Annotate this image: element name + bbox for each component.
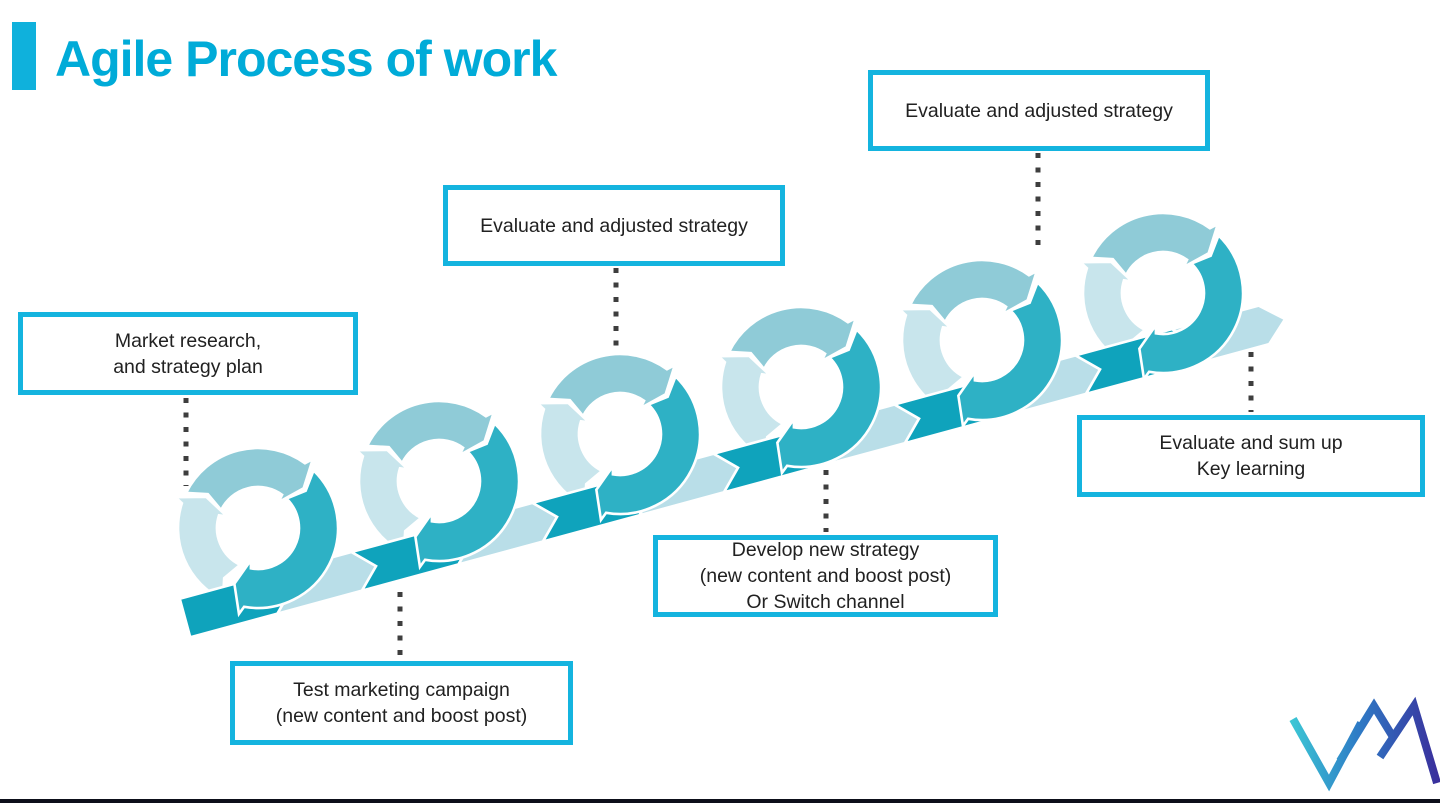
- cycle-ring-6-dark-arc: [1137, 233, 1245, 383]
- step-label-box-6: Evaluate and sum up Key learning: [1077, 415, 1425, 497]
- cycle-ring-5-light-arc: [896, 307, 967, 414]
- step-label-box-4: Develop new strategy (new content and boo…: [653, 535, 998, 617]
- cycle-ring-4-light-arc: [715, 354, 786, 461]
- wm-logo: [1289, 696, 1440, 792]
- step-5-label-line: Evaluate and adjusted strategy: [905, 99, 1173, 122]
- step-4-label-line: (new content and boost post): [699, 565, 952, 587]
- cycle-ring-1-top-arc: [184, 446, 315, 513]
- cycle-ring-2-top-arc: [365, 399, 496, 466]
- cycle-ring-1-dark-arc: [232, 468, 340, 618]
- step-6-label-line: Evaluate and sum up: [1159, 432, 1343, 454]
- cycle-ring-4-dark-arc: [775, 327, 883, 477]
- ring-back-arcs: [172, 211, 1220, 602]
- step-3-label-line: Evaluate and adjusted strategy: [480, 214, 748, 237]
- step-label-box-1: Market research, and strategy plan: [18, 312, 358, 395]
- footer-bar: [0, 799, 1440, 803]
- cycle-ring-3-light-arc: [534, 401, 605, 508]
- cycle-ring-2-light-arc: [353, 448, 424, 555]
- cycle-ring-3-dark-arc: [594, 374, 702, 524]
- logo-m-right-stroke: [1376, 696, 1440, 785]
- logo-m-left-stroke: [1336, 698, 1397, 764]
- step-1-label-line: Market research,: [114, 329, 262, 352]
- cycle-ring-4-top-arc: [727, 305, 858, 372]
- cycle-ring-2-dark-arc: [413, 421, 521, 571]
- step-2-label-line: (new content and boost post): [275, 705, 528, 727]
- step-label-box-2: Test marketing campaign (new content and …: [230, 661, 573, 745]
- step-1-label-line: and strategy plan: [113, 355, 263, 378]
- cycle-ring-3-top-arc: [546, 352, 677, 419]
- step-4-label-line: Develop new strategy: [731, 539, 920, 561]
- cycle-ring-1-light-arc: [172, 495, 243, 602]
- step-2-label-line: Test marketing campaign: [293, 679, 510, 701]
- cycle-ring-5-dark-arc: [956, 280, 1064, 430]
- cycle-ring-5-top-arc: [908, 258, 1039, 325]
- cycle-ring-6-light-arc: [1077, 260, 1148, 367]
- step-4-label-line: Or Switch channel: [746, 591, 905, 613]
- title-accent-block: [12, 22, 36, 90]
- step-label-box-5: Evaluate and adjusted strategy: [868, 70, 1210, 151]
- page-title: Agile Process of work: [55, 31, 557, 87]
- step-6-label-line: Key learning: [1196, 458, 1306, 480]
- cycle-ring-6-top-arc: [1089, 211, 1220, 278]
- ring-front-arcs: [232, 233, 1245, 618]
- step-label-box-3: Evaluate and adjusted strategy: [443, 185, 785, 266]
